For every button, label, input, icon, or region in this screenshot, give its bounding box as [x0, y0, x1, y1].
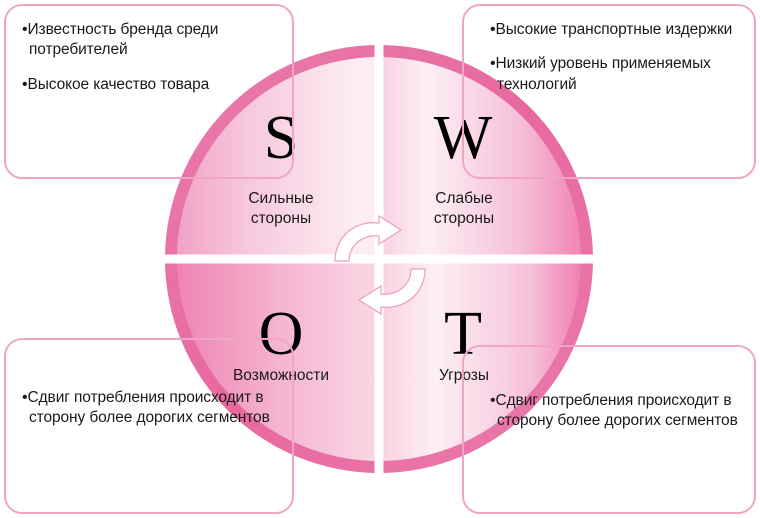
callout-strengths: •Известность бренда среди потребителей •…	[4, 4, 294, 179]
callout-weaknesses: •Высокие транспортные издержки •Низкий у…	[462, 4, 756, 179]
list-item: •Известность бренда среди потребителей	[22, 20, 276, 61]
quadrant-shape-opportunities	[165, 263, 375, 473]
bullet-glyph: •	[490, 21, 496, 38]
bullet-glyph: •	[22, 75, 28, 93]
subtitle-line: Угрозы	[438, 367, 490, 384]
subtitle-line: стороны	[250, 209, 312, 227]
list-item: •Высокие транспортные издержки	[490, 20, 738, 40]
swot-wheel	[163, 43, 595, 475]
bullet-glyph: •	[22, 389, 28, 406]
callout-opportunities: •Сдвиг потребления происходит в сторону …	[4, 338, 294, 514]
bullet-text: Известность бренда среди потребителей	[27, 21, 219, 59]
bullet-text: Высокое качество товара	[27, 75, 210, 93]
bullet-text: Низкий уровень применяемых технологий	[495, 55, 711, 93]
quadrant-subtitle-threats: Угрозы	[384, 366, 544, 386]
quadrant-subtitle-strengths: Сильные стороны	[201, 189, 361, 229]
bullet-glyph: •	[22, 21, 28, 38]
bullet-list-weaknesses: •Высокие транспортные издержки •Низкий у…	[490, 20, 738, 95]
list-item: •Сдвиг потребления происходит в сторону …	[490, 391, 738, 432]
list-item: •Сдвиг потребления происходит в сторону …	[22, 388, 276, 429]
cycle-arrows-icon	[329, 214, 431, 316]
quadrant-subtitle-opportunities: Возможности	[201, 366, 361, 386]
callout-threats: •Сдвиг потребления происходит в сторону …	[462, 345, 756, 514]
bullet-list-opportunities: •Сдвиг потребления происходит в сторону …	[22, 388, 276, 429]
bullet-text: Сдвиг потребления происходит в сторону б…	[495, 392, 738, 430]
quadrant-shape-strengths	[165, 45, 375, 255]
bullet-glyph: •	[490, 392, 496, 409]
quadrant-shape-weaknesses	[383, 45, 593, 255]
quadrant-subtitle-weaknesses: Слабые стороны	[384, 189, 544, 229]
bullet-list-threats: •Сдвиг потребления происходит в сторону …	[490, 391, 738, 432]
bullet-text: Высокие транспортные издержки	[495, 21, 733, 38]
bullet-glyph: •	[490, 55, 496, 73]
subtitle-line: Возможности	[232, 367, 330, 384]
subtitle-line: Сильные	[248, 190, 314, 207]
list-item: •Низкий уровень применяемых технологий	[490, 54, 738, 95]
list-item: •Высокое качество товара	[22, 75, 276, 95]
quadrant-shape-threats	[383, 263, 593, 473]
subtitle-line: стороны	[433, 209, 495, 227]
bullet-list-strengths: •Известность бренда среди потребителей •…	[22, 20, 276, 95]
bullet-text: Сдвиг потребления происходит в сторону б…	[27, 389, 270, 427]
subtitle-line: Слабые	[435, 190, 493, 207]
